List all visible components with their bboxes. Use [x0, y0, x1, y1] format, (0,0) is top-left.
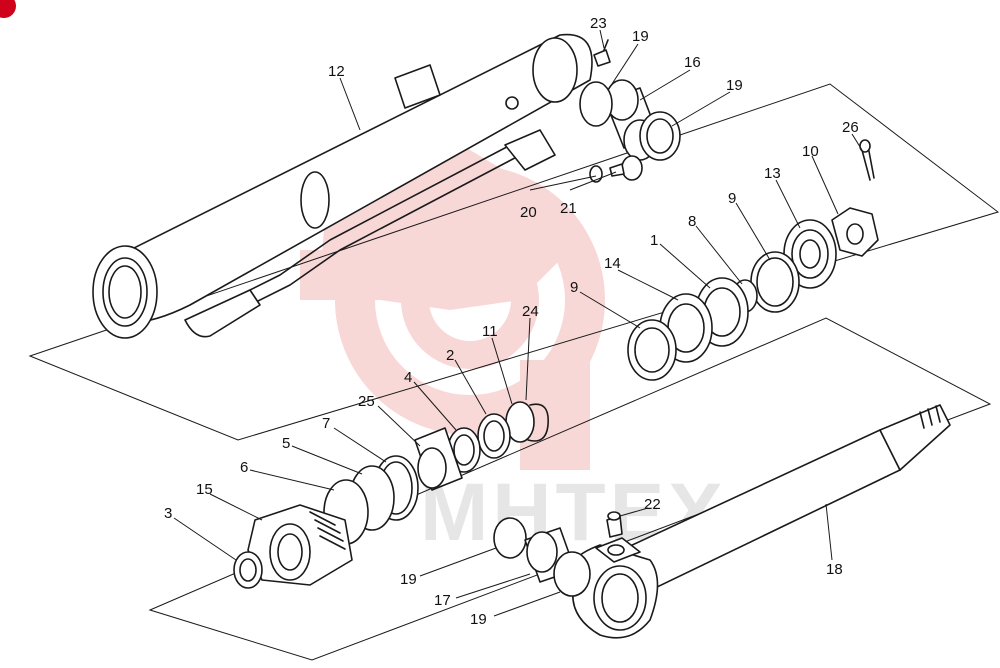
- label-7: 7: [322, 415, 330, 432]
- label-4: 4: [404, 369, 412, 386]
- nut-10: [831, 207, 879, 257]
- label-25: 25: [358, 393, 375, 410]
- snap-ring-20: [589, 165, 603, 183]
- ring-2: [477, 413, 511, 459]
- label-15: 15: [196, 481, 213, 498]
- label-12: 12: [328, 63, 345, 80]
- label-16: 16: [684, 54, 701, 71]
- bolt-21: [609, 155, 643, 181]
- piston-rod-18: [570, 404, 951, 639]
- label-14: 14: [604, 255, 621, 272]
- label-20: 20: [520, 204, 537, 221]
- seal-19-top: [579, 81, 613, 127]
- label-5: 5: [282, 435, 290, 452]
- label-10: 10: [802, 143, 819, 160]
- seal-19-bottom-left: [493, 517, 527, 559]
- cotter-pin-26: [859, 139, 875, 181]
- label-19-bottom-right: 19: [470, 611, 487, 628]
- label-17: 17: [434, 592, 451, 609]
- label-22: 22: [644, 496, 661, 513]
- snap-ring-24: [527, 403, 549, 442]
- cylinder-barrel: [92, 33, 593, 339]
- label-11: 11: [482, 323, 498, 340]
- label-19-top-right: 19: [726, 77, 743, 94]
- label-21: 21: [560, 200, 577, 217]
- label-1: 1: [650, 232, 658, 249]
- grease-nipple-22: [606, 511, 623, 538]
- bushing-25: [414, 427, 463, 491]
- label-9-left: 9: [570, 279, 578, 296]
- gland-15: [247, 504, 353, 586]
- label-18: 18: [826, 561, 843, 578]
- corner-badge-icon: [0, 0, 16, 18]
- rod-panel-frame: [148, 317, 992, 661]
- label-8: 8: [688, 213, 696, 230]
- label-19-top: 19: [632, 28, 649, 45]
- label-23: 23: [590, 15, 607, 32]
- label-26: 26: [842, 119, 859, 136]
- grease-nipple-23: [593, 39, 611, 67]
- label-9-right: 9: [728, 190, 736, 207]
- wear-ring-9-right: [750, 251, 800, 313]
- leader-lines: [173, 29, 863, 617]
- dust-wiper-3: [233, 551, 263, 589]
- label-6: 6: [240, 459, 248, 476]
- label-2: 2: [446, 347, 454, 364]
- label-24: 24: [522, 303, 539, 320]
- label-3: 3: [164, 505, 172, 522]
- seal-19-bottom-right: [553, 551, 591, 597]
- label-13: 13: [764, 165, 781, 182]
- barrel-panel-frame: [28, 83, 1000, 441]
- label-19-bottom-left: 19: [400, 571, 417, 588]
